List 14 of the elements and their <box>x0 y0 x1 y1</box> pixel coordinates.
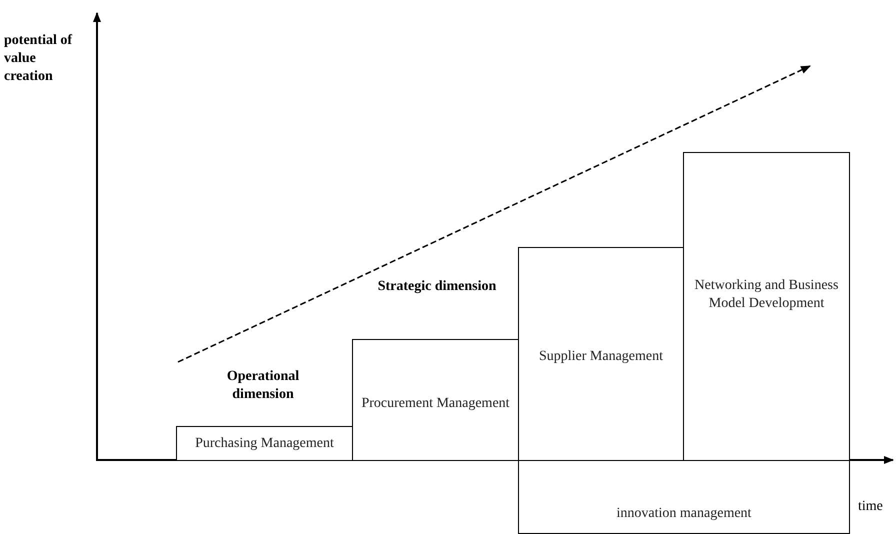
stage-text: Purchasing Management <box>195 435 334 453</box>
stage-box <box>176 426 353 461</box>
stage-box <box>352 339 519 461</box>
dimension-label: Operational dimension <box>226 368 300 404</box>
stage-box <box>683 152 850 461</box>
stage-text: innovation management <box>616 505 752 523</box>
stage-text: Networking and Business Model Development <box>694 277 840 313</box>
dimension-label: Strategic dimension <box>377 278 497 296</box>
stage-text: Supplier Management <box>538 348 664 366</box>
y-axis-label: potential of value creation <box>4 32 74 86</box>
stage-text: Procurement Management <box>361 395 510 413</box>
stage-box <box>518 247 684 461</box>
x-axis-label: time <box>858 498 884 516</box>
stage-box <box>518 460 850 534</box>
